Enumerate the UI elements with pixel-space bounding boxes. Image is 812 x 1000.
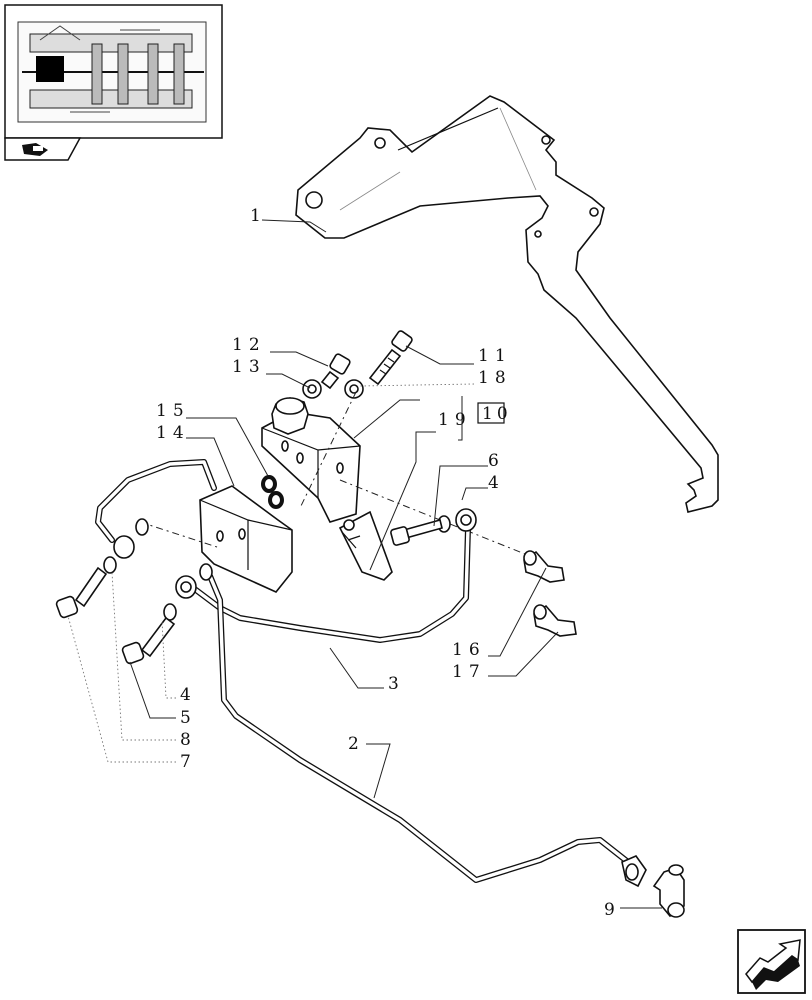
leader-lines bbox=[67, 219, 662, 909]
callout-7: 7 bbox=[180, 752, 197, 772]
locator-thumbnail bbox=[4, 4, 223, 161]
callout-4-right: 4 bbox=[488, 473, 505, 493]
part-6-bolt bbox=[390, 519, 443, 546]
callout-labels: 1 2 3 4 4 5 6 7 8 9 10 11 12 13 14 15 16… bbox=[156, 206, 621, 920]
part-16-adapter bbox=[523, 550, 565, 583]
part-18-washer bbox=[344, 379, 364, 399]
part-5-banjo-left bbox=[175, 575, 197, 599]
callout-16: 16 bbox=[452, 640, 486, 660]
part-5-bolt-left bbox=[121, 616, 176, 665]
transmission-thumbnail-image bbox=[17, 21, 207, 123]
part-1-bracket bbox=[295, 95, 719, 513]
callout-2: 2 bbox=[348, 734, 365, 754]
callout-8: 8 bbox=[180, 730, 197, 750]
callout-13: 13 bbox=[232, 357, 266, 377]
part-6-banjo-fitting bbox=[455, 508, 477, 532]
callout-12: 12 bbox=[232, 335, 266, 355]
part-7-bolt bbox=[55, 566, 108, 619]
part-17-adapter bbox=[533, 604, 577, 637]
callout-11: 11 bbox=[478, 346, 512, 366]
callout-10-box bbox=[477, 402, 505, 424]
part-2-pipe bbox=[207, 573, 631, 883]
callout-3: 3 bbox=[388, 674, 405, 694]
part-13-washer bbox=[302, 379, 322, 399]
callout-4-left: 4 bbox=[180, 685, 197, 705]
part-8-seal-fittings bbox=[103, 518, 149, 574]
part-3-pipe bbox=[193, 525, 471, 643]
part-19-valve-block bbox=[261, 397, 393, 581]
callout-1: 1 bbox=[250, 206, 267, 226]
callout-6: 6 bbox=[488, 451, 505, 471]
catalog-tab-icon[interactable] bbox=[22, 143, 48, 156]
part-11-long-screw bbox=[368, 330, 413, 386]
part-4-washer-left bbox=[163, 563, 213, 621]
callout-10: 10 bbox=[482, 404, 512, 424]
callout-5: 5 bbox=[180, 708, 197, 728]
callout-19: 19 bbox=[438, 410, 472, 430]
part-14-valve-plate bbox=[199, 485, 293, 593]
part-9-elbow bbox=[621, 855, 685, 918]
part-7-pipe bbox=[95, 459, 217, 543]
callout-17: 17 bbox=[452, 662, 486, 682]
callout-18: 18 bbox=[478, 368, 512, 388]
callout-9: 9 bbox=[604, 900, 621, 920]
next-page-arrow-icon[interactable] bbox=[737, 929, 806, 994]
part-15-o-rings bbox=[261, 475, 284, 509]
callout-15: 15 bbox=[156, 401, 190, 421]
callout-14: 14 bbox=[156, 423, 190, 443]
part-12-short-screw bbox=[320, 353, 351, 390]
